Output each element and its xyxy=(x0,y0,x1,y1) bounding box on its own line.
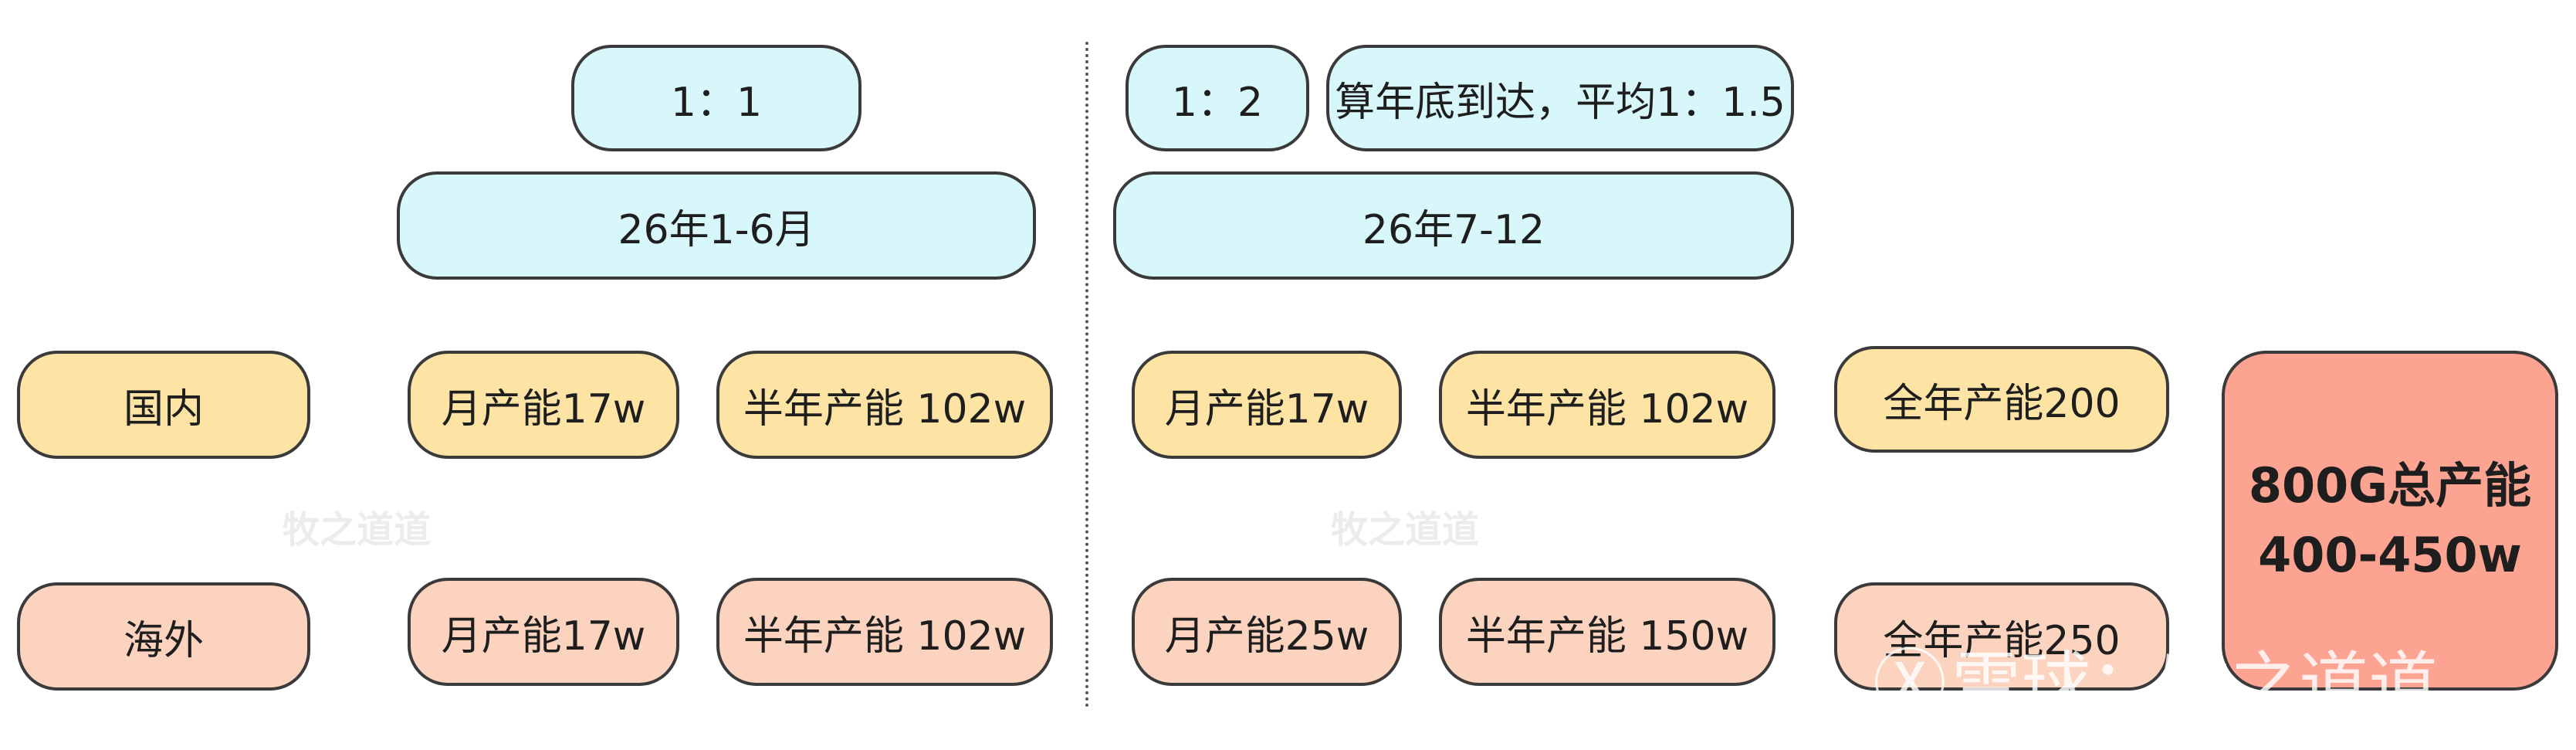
second-half-average-note-box: 算年底到达，平均1：1.5 xyxy=(1326,45,1794,151)
watermark-left: 牧之道道 xyxy=(283,508,432,551)
first-half-period-box: 26年1-6月 xyxy=(397,171,1036,280)
second-half-period-box: 26年7-12 xyxy=(1113,171,1794,280)
overseas-h1-monthly-capacity: 月产能17w xyxy=(408,578,679,686)
second-half-ratio-box: 1：2 xyxy=(1126,45,1309,151)
half-year-divider xyxy=(1085,42,1088,708)
watermark-center: 牧之道道 xyxy=(1331,508,1480,551)
total-capacity-box: 800G总产能 400-450w xyxy=(2222,351,2558,691)
total-capacity-range: 400-450w xyxy=(2258,527,2522,583)
xueqiu-logo-icon: Ⓧ xyxy=(1873,641,1947,728)
total-capacity-title: 800G总产能 xyxy=(2248,457,2532,514)
xueqiu-watermark: Ⓧ 雪球：牧之道道 xyxy=(1873,624,2438,731)
domestic-h1-half-year-capacity: 半年产能 102w xyxy=(716,351,1053,459)
domestic-h2-half-year-capacity: 半年产能 102w xyxy=(1439,351,1775,459)
domestic-h1-monthly-capacity: 月产能17w xyxy=(408,351,679,459)
overseas-annual-capacity: 全年产能250 xyxy=(1834,582,2169,691)
overseas-h2-monthly-capacity: 月产能25w xyxy=(1132,578,1402,686)
overseas-label: 海外 xyxy=(17,582,310,691)
domestic-h2-monthly-capacity: 月产能17w xyxy=(1132,351,1402,459)
first-half-ratio-box: 1：1 xyxy=(571,45,861,151)
overseas-h2-half-year-capacity: 半年产能 150w xyxy=(1439,578,1775,686)
domestic-label: 国内 xyxy=(17,351,310,459)
xueqiu-watermark-text: 雪球：牧之道道 xyxy=(1951,643,2438,725)
overseas-h1-half-year-capacity: 半年产能 102w xyxy=(716,578,1053,686)
domestic-annual-capacity: 全年产能200 xyxy=(1834,346,2169,453)
